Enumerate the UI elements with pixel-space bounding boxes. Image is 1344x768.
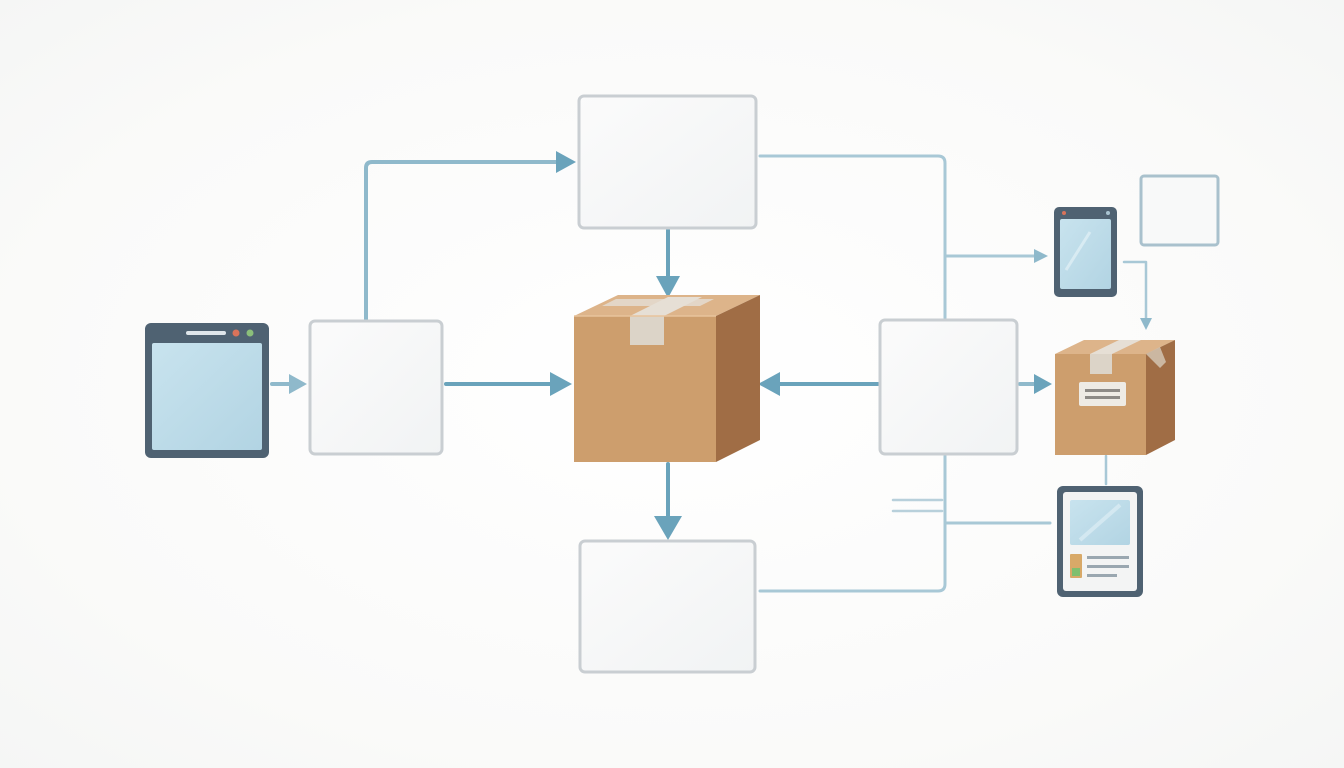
package-labeled-icon <box>1055 340 1175 455</box>
arrowhead-top-to-package <box>656 276 680 298</box>
connector-smallbox-to-package <box>1122 260 1148 320</box>
mobile-phone-icon <box>1054 207 1117 297</box>
arrowhead-right-to-package <box>758 372 780 396</box>
connectors <box>270 151 1152 593</box>
arrowhead-source-to-package <box>550 372 572 396</box>
arrowhead-smallbox-to-package <box>1140 318 1152 330</box>
arrowhead-browser-to-source <box>289 374 307 394</box>
browser-window-icon <box>145 323 269 458</box>
box-right-node <box>878 318 1019 456</box>
tablet-device-icon <box>1057 486 1143 597</box>
box-source-node <box>308 319 444 456</box>
box-bottom-node <box>578 539 757 674</box>
arrowhead-source-to-top <box>556 151 576 173</box>
arrowhead-package-to-bottom <box>654 516 682 540</box>
arrowhead-to-phone <box>1034 249 1048 263</box>
package-central-icon <box>574 295 760 462</box>
connector-source-to-top <box>364 160 560 322</box>
box-top-node <box>577 94 758 230</box>
connector-top-to-right <box>758 154 947 320</box>
box-small-node <box>1139 174 1220 247</box>
connector-right-down-to-bottom <box>758 454 947 593</box>
arrowhead-right-to-labeled-package <box>1034 374 1052 394</box>
